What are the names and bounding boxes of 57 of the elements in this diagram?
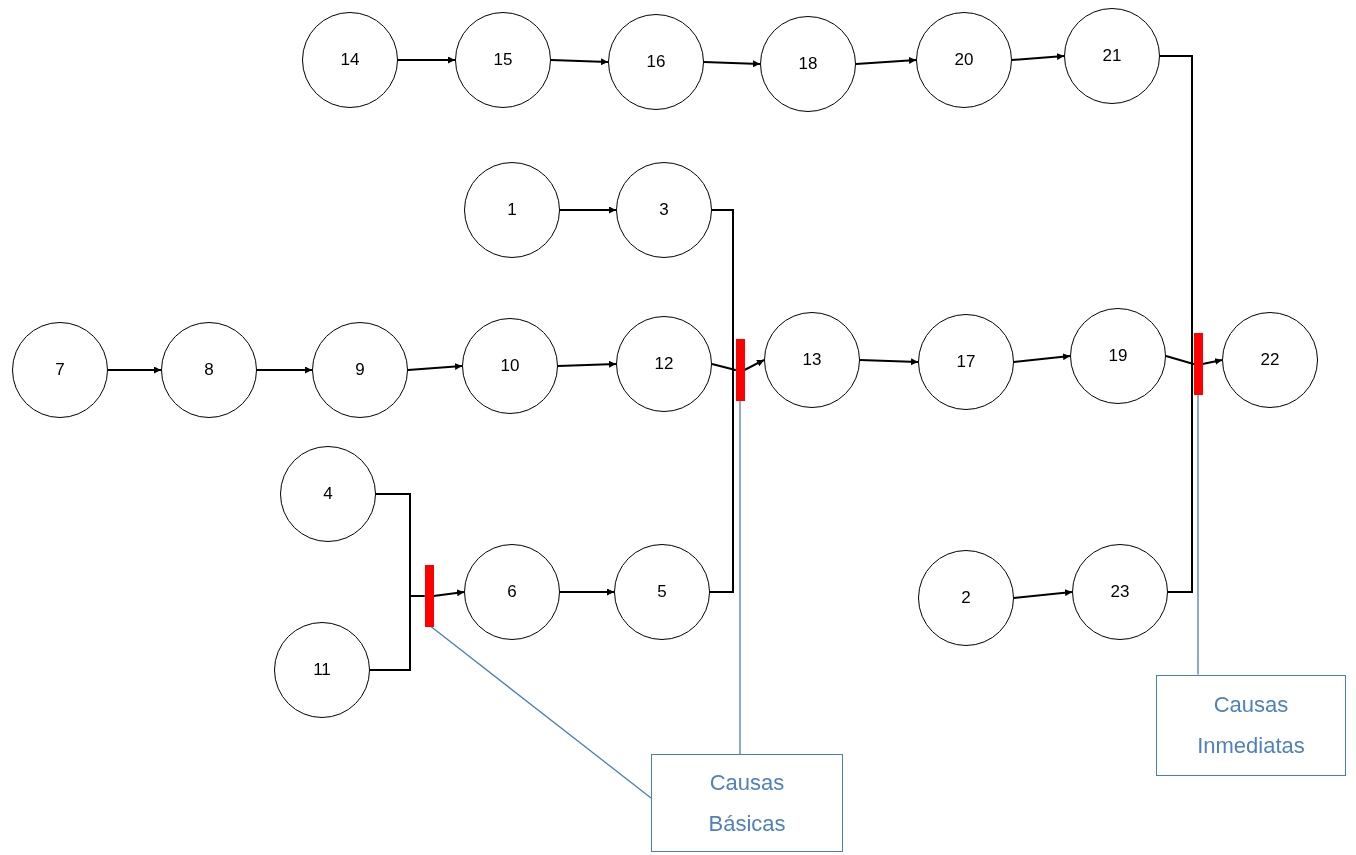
arrow (397, 56, 456, 64)
event-number: 19 (1108, 346, 1128, 366)
connector-line (369, 595, 426, 671)
callout-box (651, 754, 843, 852)
event-number: 9 (355, 360, 365, 380)
event-number: 3 (659, 200, 669, 220)
connector-line (1165, 355, 1195, 365)
event-number: 6 (507, 582, 517, 602)
arrow (859, 358, 919, 366)
arrow (559, 206, 617, 214)
event-number: 14 (340, 50, 360, 70)
arrow (1013, 353, 1071, 363)
event-number: 15 (493, 50, 513, 70)
arrow (1011, 53, 1065, 61)
event-number: 8 (204, 360, 214, 380)
arrow (703, 60, 761, 68)
arrow (107, 366, 162, 374)
connector-line (711, 209, 737, 371)
arrow (855, 56, 917, 65)
event-number: 5 (657, 582, 667, 602)
event-number: 20 (954, 50, 974, 70)
arrow (407, 363, 463, 371)
event-number: 11 (313, 660, 331, 680)
event-number: 22 (1260, 350, 1280, 370)
gate-bar (735, 339, 745, 401)
callout-text: Causas Básicas (707, 769, 787, 838)
event-number: 2 (961, 588, 971, 608)
gate-bar (1193, 333, 1203, 395)
arrow (432, 589, 465, 597)
connector-line (711, 363, 737, 371)
arrow (559, 588, 615, 596)
connector-line (709, 369, 737, 593)
event-number: 1 (507, 200, 517, 220)
arrow (550, 58, 609, 66)
event-number: 13 (802, 350, 822, 370)
connector-line (1167, 363, 1195, 593)
event-number: 7 (55, 360, 65, 380)
arrow (1013, 589, 1073, 599)
event-number: 21 (1102, 46, 1122, 66)
connector-line (1159, 55, 1195, 365)
callout-box (1156, 674, 1346, 776)
leader-line (739, 398, 741, 755)
leader-line (428, 624, 652, 799)
event-number: 23 (1110, 582, 1130, 602)
gate-bar (424, 565, 434, 627)
event-number: 18 (798, 54, 818, 74)
event-number: 4 (323, 484, 333, 504)
event-number: 17 (956, 352, 976, 372)
arrow (1201, 358, 1223, 365)
event-number: 16 (646, 52, 666, 72)
arrow (256, 366, 313, 374)
event-number: 10 (500, 356, 520, 376)
callout-text: Causas Inmediatas (1196, 691, 1306, 760)
leader-line (1197, 392, 1199, 676)
arrow (557, 360, 617, 368)
event-number: 12 (654, 354, 674, 374)
arrow (743, 359, 765, 371)
